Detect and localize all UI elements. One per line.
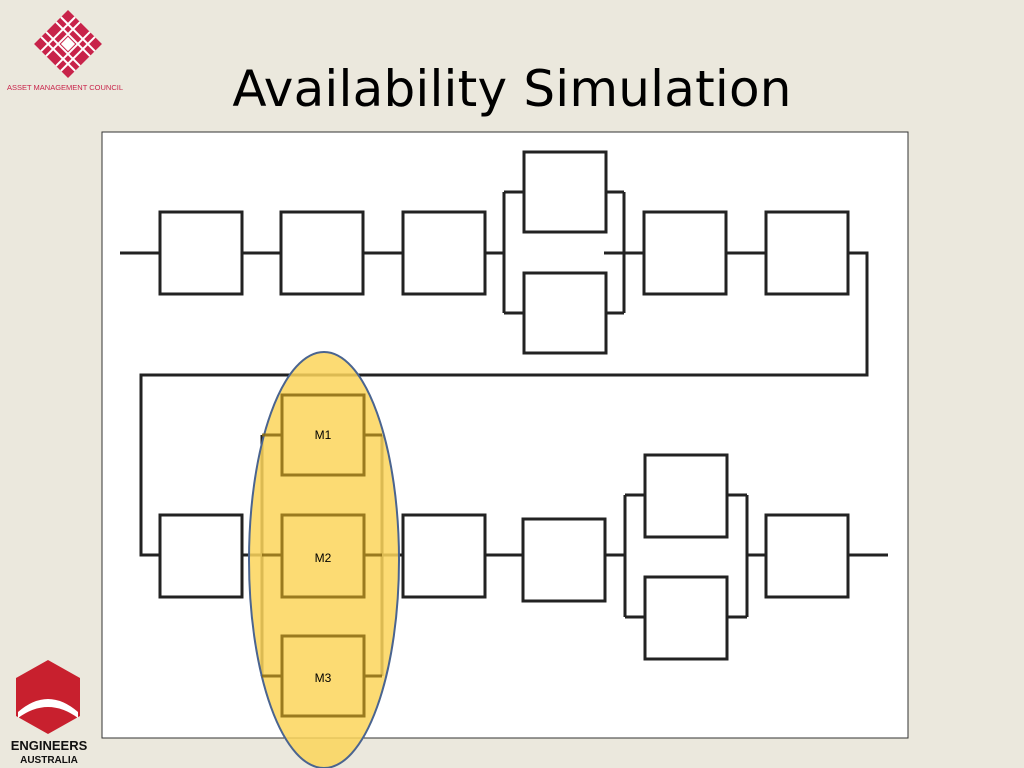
- asset-management-council-logo: ASSET MANAGEMENT COUNCIL: [7, 10, 123, 92]
- block-m2: [280, 513, 366, 599]
- block-top-5: [642, 210, 728, 296]
- block-top-parallel-upper: [522, 150, 608, 234]
- engineers-australia-emblem-icon: [16, 660, 80, 734]
- block-bottom-1: [158, 513, 244, 599]
- block-bottom-4: [521, 517, 607, 603]
- block-bottom-3: [401, 513, 487, 599]
- block-m1: [280, 393, 366, 477]
- block-top-2: [279, 210, 365, 296]
- asset-management-council-text: ASSET MANAGEMENT COUNCIL: [7, 85, 123, 92]
- engineers-text: ENGINEERS: [11, 738, 88, 753]
- block-bottom-6: [764, 513, 850, 599]
- block-m3: [280, 634, 366, 718]
- block-top-3: [401, 210, 487, 296]
- block-top-6: [764, 210, 850, 296]
- block-m1-label: M1: [315, 428, 332, 442]
- block-m3-label: M3: [315, 671, 332, 685]
- block-m2-label: M2: [315, 551, 332, 565]
- highlight-ellipse: [248, 351, 400, 768]
- block-top-parallel-lower: [522, 271, 608, 355]
- engineers-australia-logo: ENGINEERS AUSTRALIA: [11, 660, 88, 766]
- block-top-1: [158, 210, 244, 296]
- block-bottom-parallel-lower: [643, 575, 729, 661]
- connector-top-parallel: [502, 190, 644, 315]
- slide-title: Availability Simulation: [232, 60, 792, 118]
- australia-text: AUSTRALIA: [20, 755, 78, 766]
- block-bottom-parallel-upper: [643, 453, 729, 539]
